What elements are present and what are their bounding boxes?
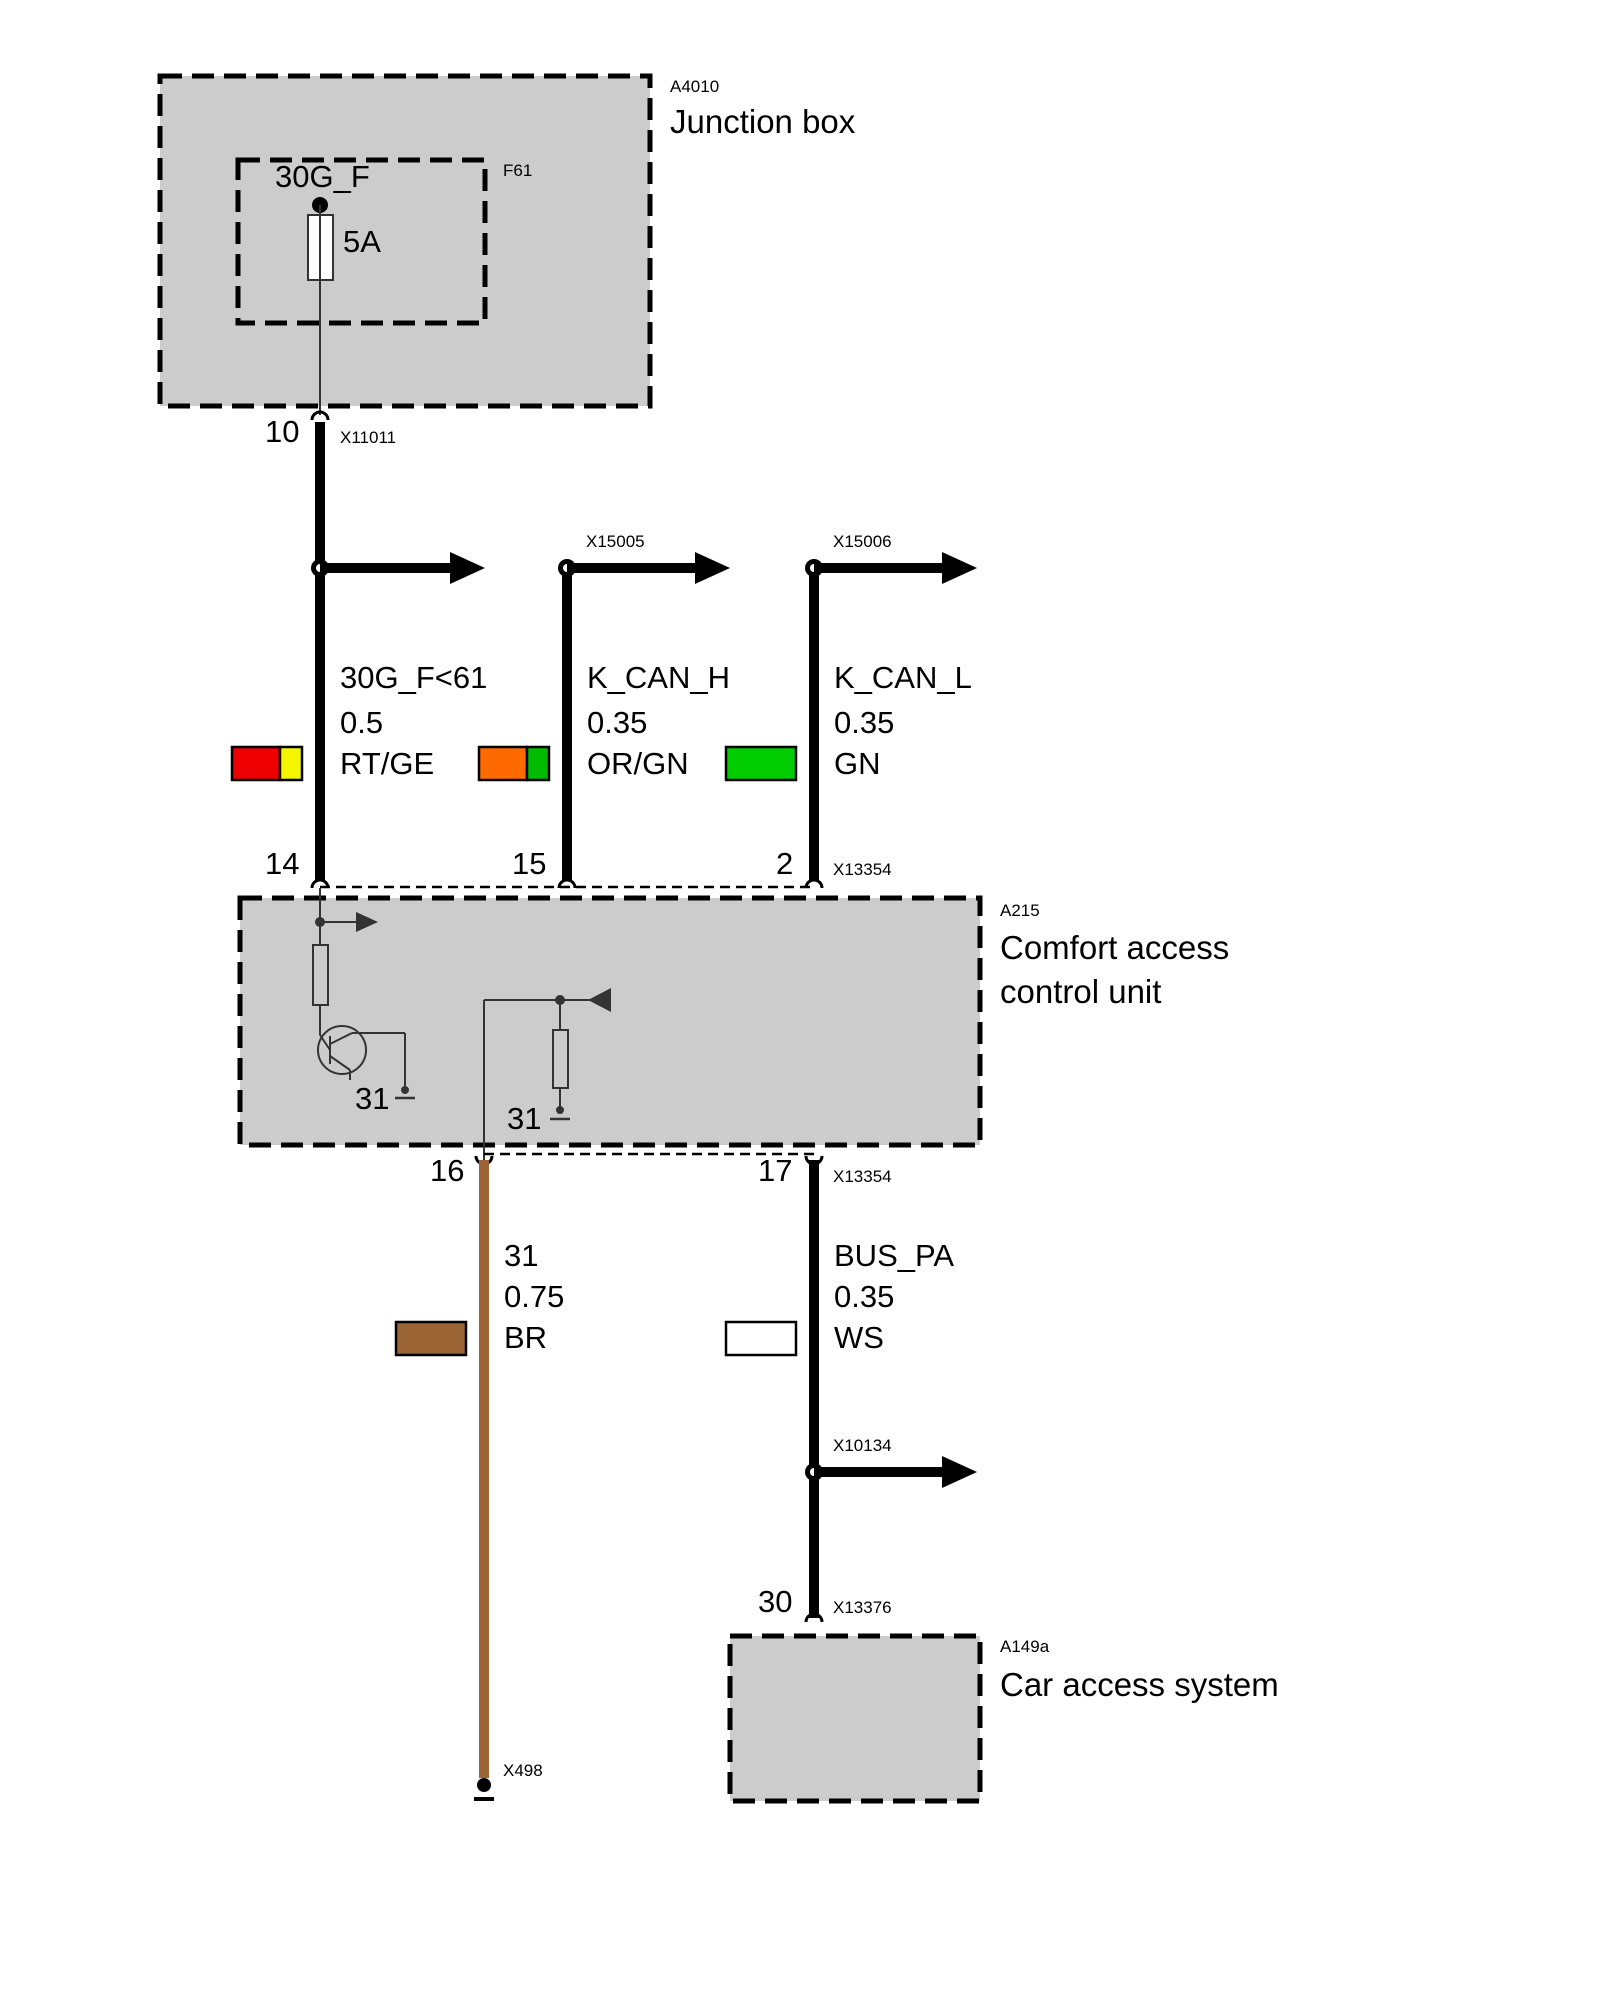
wire-kcanh-swatch-a [477, 745, 529, 782]
wire-30g-signal: 30G_F<61 [340, 660, 487, 695]
car-access-id: A149a [1000, 1637, 1050, 1656]
comfort-access-id: A215 [1000, 901, 1040, 920]
pin-16-label: 16 [430, 1153, 464, 1188]
connector-x15006-label: X15006 [833, 532, 892, 551]
transistor-collector [329, 1055, 351, 1071]
transistor-base-in [319, 1034, 331, 1051]
pin-17-label: 17 [758, 1153, 792, 1188]
input-triangle-icon [588, 988, 611, 1012]
fuse-id: F61 [503, 161, 532, 180]
wire-31-size: 0.75 [504, 1279, 564, 1314]
connector-2-symbol [804, 878, 824, 889]
resistor-right-icon [552, 1029, 569, 1089]
arrow-30g-f-icon [450, 552, 485, 584]
pin-30-label: 30 [758, 1584, 792, 1619]
wire-kcanl-color: GN [834, 746, 881, 781]
comfort-access-box[interactable] [237, 895, 983, 1148]
comfort-access-name-2: control unit [1000, 973, 1161, 1010]
junction-box-name: Junction box [670, 103, 856, 140]
wire-30g-swatch-a [230, 745, 282, 782]
junction-box-id: A4010 [670, 77, 719, 96]
wire-buspa-size: 0.35 [834, 1279, 894, 1314]
pin-15-label: 15 [512, 846, 546, 881]
wire-kcanh-signal: K_CAN_H [587, 660, 730, 695]
connector-x11011-label: X11011 [340, 428, 396, 447]
ground-right-node [556, 1106, 564, 1114]
internal-arrow-icon [356, 912, 378, 932]
wire-31-swatch [394, 1320, 468, 1357]
junction-box[interactable] [157, 73, 653, 409]
wire-kcanh-swatch-b [525, 745, 551, 782]
connector-14-symbol [310, 878, 330, 889]
connector-x15005-label: X15005 [586, 532, 645, 551]
connector-30-symbol [804, 1612, 824, 1623]
wire-kcanl-swatch [724, 745, 798, 782]
pin-2-label: 2 [776, 846, 793, 881]
wire-buspa-color: WS [834, 1320, 884, 1355]
wire-31-signal: 31 [504, 1238, 538, 1273]
car-access-box[interactable] [727, 1633, 983, 1804]
connector-x13354-top-label: X13354 [833, 860, 892, 879]
ground-right-label: 31 [507, 1101, 541, 1136]
ground-left-node [401, 1086, 409, 1094]
fuse-terminal-label: 30G_F [275, 159, 370, 194]
connector-15-symbol [557, 878, 577, 889]
wire-kcanh-size: 0.35 [587, 705, 647, 740]
car-access-name: Car access system [1000, 1666, 1279, 1703]
wire-buspa-signal: BUS_PA [834, 1238, 954, 1273]
wire-30g-color: RT/GE [340, 746, 434, 781]
arrow-k-can-h-icon [695, 552, 730, 584]
arrow-k-can-l-icon [942, 552, 977, 584]
wire-buspa-swatch [724, 1320, 798, 1357]
pin-10-label: 10 [265, 414, 299, 449]
connector-x498-label: X498 [503, 1761, 543, 1780]
arrow-bus-pa-icon [942, 1456, 977, 1488]
connector-x10134-label: X10134 [833, 1436, 892, 1455]
comfort-access-name-1: Comfort access [1000, 929, 1229, 966]
connector-10-symbol [310, 410, 330, 421]
ground-x498-node [477, 1778, 491, 1792]
wire-30g-size: 0.5 [340, 705, 383, 740]
resistor-left-icon [312, 944, 329, 1006]
pin-14-label: 14 [265, 846, 299, 881]
wire-kcanh-color: OR/GN [587, 746, 689, 781]
transistor-emitter [329, 1032, 353, 1045]
wire-kcanl-size: 0.35 [834, 705, 894, 740]
wire-31-color: BR [504, 1320, 547, 1355]
fuse-rating: 5A [343, 224, 381, 259]
connector-x13376-label: X13376 [833, 1598, 892, 1617]
wire-kcanl-signal: K_CAN_L [834, 660, 972, 695]
fuse-box[interactable] [235, 157, 488, 326]
transistor-icon [317, 1025, 367, 1075]
wire-30g-swatch-b [278, 745, 304, 782]
connector-x13354-bottom-label: X13354 [833, 1167, 892, 1186]
ground-left-label: 31 [355, 1081, 389, 1116]
